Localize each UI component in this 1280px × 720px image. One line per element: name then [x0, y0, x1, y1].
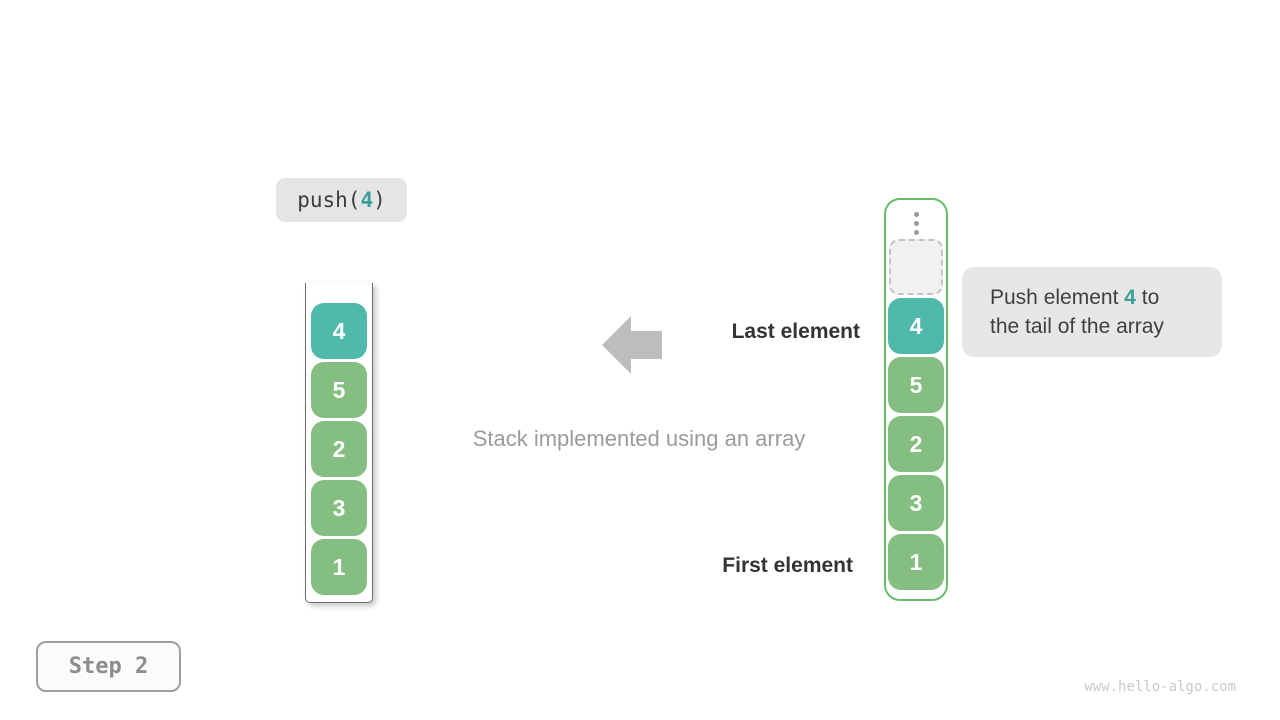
stack-item: 4 [311, 303, 367, 359]
tooltip-text: Push element [990, 286, 1125, 309]
array-item: 1 [888, 534, 944, 590]
stack-item: 2 [311, 421, 367, 477]
tooltip-text: to [1135, 286, 1160, 309]
tooltip-line2: the tail of the array [990, 315, 1164, 338]
operation-label-prefix: push( [297, 188, 361, 212]
tooltip: Push element 4 to the tail of the array [962, 267, 1222, 357]
array-item: 3 [888, 475, 944, 531]
array-item: 5 [888, 357, 944, 413]
array-item: 2 [888, 416, 944, 472]
empty-slot [889, 239, 943, 295]
tooltip-value: 4 [1124, 286, 1136, 309]
step-badge-label: Step 2 [68, 654, 149, 679]
tooltip-line1: Push element 4 to [990, 283, 1222, 312]
stack-item: 3 [311, 480, 367, 536]
first-element-label: First element [722, 554, 853, 577]
step-badge: Step 2 [36, 641, 181, 692]
ellipsis-icon [913, 212, 919, 235]
operation-label-arg: 4 [360, 188, 374, 212]
operation-label: push(4) [276, 178, 407, 222]
last-element-label: Last element [731, 320, 860, 343]
left-arrow-icon [602, 316, 662, 374]
stack-container: 4 5 2 3 1 [305, 283, 373, 603]
array-item: 4 [888, 298, 944, 354]
watermark: www.hello-algo.com [1084, 679, 1236, 695]
stack-item: 1 [311, 539, 367, 595]
array-container: 4 5 2 3 1 [884, 198, 948, 601]
stack-item: 5 [311, 362, 367, 418]
diagram-caption: Stack implemented using an array [472, 426, 806, 451]
operation-label-suffix: ) [373, 188, 386, 212]
